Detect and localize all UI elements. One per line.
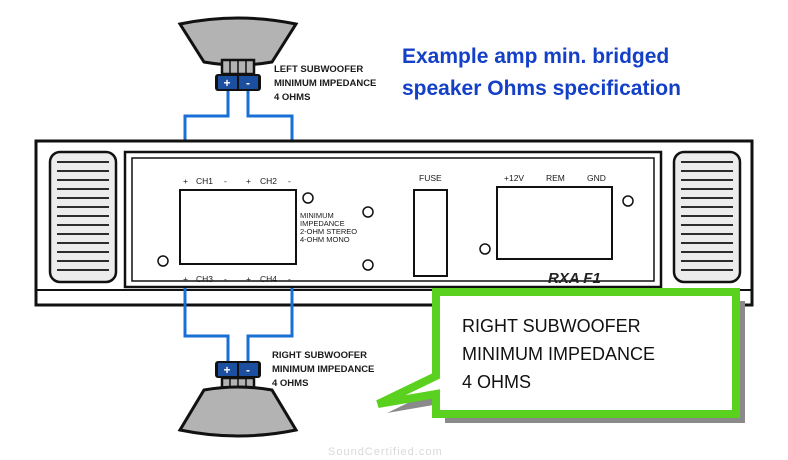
ch2-minus: - [288, 176, 291, 186]
right-wire-plus [183, 288, 230, 362]
panel-spec-line-1: MINIMUM [300, 211, 334, 220]
left-sub-line-1: LEFT SUBWOOFER [274, 64, 363, 75]
ch4-plus: + [246, 274, 251, 284]
power-terminal-block [496, 186, 613, 260]
ch3-minus: - [224, 274, 227, 284]
fuse-holder [413, 189, 448, 277]
callout-line-2: MINIMUM IMPEDANCE [462, 344, 655, 364]
left-heatsink [48, 150, 118, 284]
left-terminal-plus: + [223, 76, 230, 90]
screw-icon [479, 243, 491, 255]
right-wire-minus [246, 288, 294, 362]
ch2-plus: + [246, 176, 251, 186]
screw-icon [302, 192, 314, 204]
panel-spec-line-4: 4-OHM MONO [300, 235, 350, 244]
screw-icon [157, 255, 169, 267]
amplifier-body [34, 139, 754, 307]
ch4-minus: - [288, 274, 291, 284]
title-line-1: Example amp min. bridged [402, 45, 669, 68]
ch2-label: CH2 [260, 176, 277, 186]
panel-spec-line-2: IMPEDANCE [300, 219, 345, 228]
right-sub-line-3: 4 OHMS [272, 378, 308, 389]
right-sub-line-1: RIGHT SUBWOOFER [272, 350, 367, 361]
left-subwoofer-terminal: + - [215, 74, 261, 91]
left-sub-line-2: MINIMUM IMPEDANCE [274, 78, 376, 89]
right-subwoofer-speaker [177, 376, 299, 438]
callout-line-1: RIGHT SUBWOOFER [462, 316, 641, 336]
screw-icon [362, 206, 374, 218]
ch1-plus: + [183, 176, 188, 186]
ch3-label: CH3 [196, 274, 213, 284]
callout-box [376, 288, 745, 423]
power-label-rem: REM [546, 173, 565, 183]
left-terminal-minus: - [246, 76, 250, 90]
panel-spec-line-3: 2-OHM STEREO [300, 227, 357, 236]
right-sub-line-2: MINIMUM IMPEDANCE [272, 364, 374, 375]
brand-logo: RXA F1 [548, 270, 601, 287]
screw-icon [362, 259, 374, 271]
power-label-12v: +12V [504, 173, 524, 183]
right-terminal-plus: + [223, 363, 230, 377]
right-terminal-minus: - [246, 363, 250, 377]
watermark: SoundCertified.com [328, 446, 443, 458]
screw-icon [622, 195, 634, 207]
fuse-label: FUSE [419, 173, 442, 183]
ch3-plus: + [183, 274, 188, 284]
left-sub-line-3: 4 OHMS [274, 92, 310, 103]
right-subwoofer-terminal: + - [215, 361, 261, 378]
speaker-terminal-block [179, 189, 297, 265]
ch4-label: CH4 [260, 274, 277, 284]
right-heatsink [672, 150, 742, 284]
ch1-label: CH1 [196, 176, 213, 186]
title-line-2: speaker Ohms specification [402, 77, 681, 100]
power-label-gnd: GND [587, 173, 606, 183]
callout-line-3: 4 OHMS [462, 372, 531, 392]
ch1-minus: - [224, 176, 227, 186]
